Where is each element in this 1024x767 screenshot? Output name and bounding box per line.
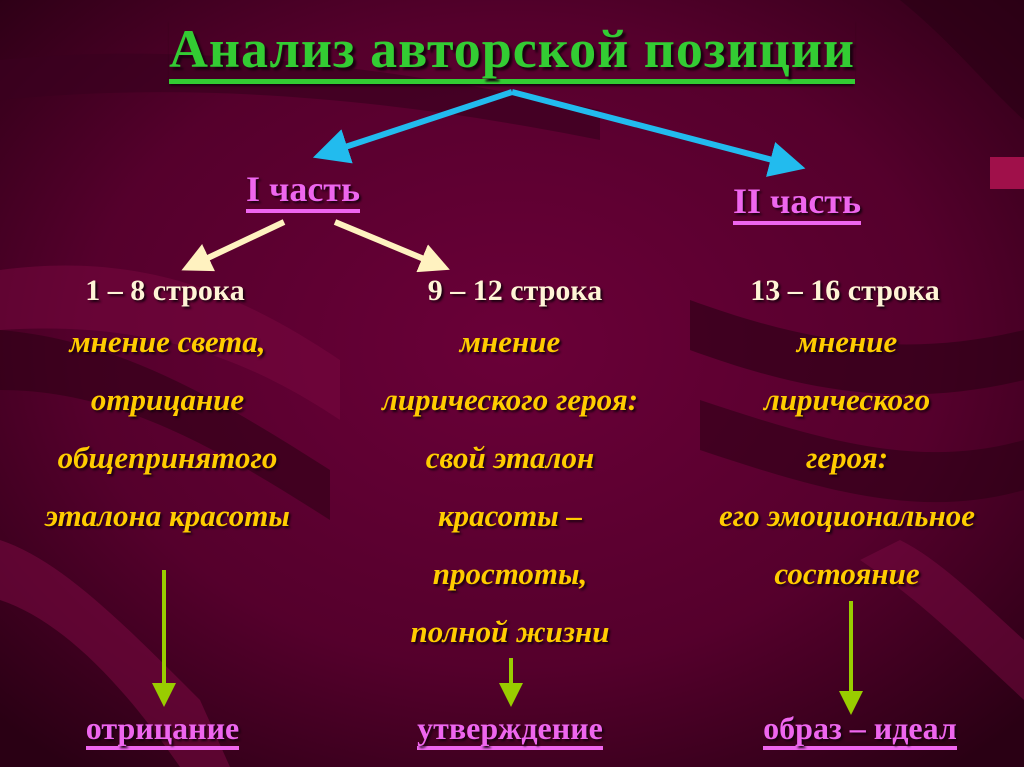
part-2-label: II часть <box>733 180 862 225</box>
result-1: отрицание <box>30 710 295 750</box>
desc-line: простоты, <box>432 556 588 591</box>
part-1-label: I часть <box>246 168 361 213</box>
result-arrows <box>152 570 863 715</box>
arrow-to-part-2 <box>511 89 806 177</box>
desc-line: лирического героя: <box>381 382 639 417</box>
desc-line: состояние <box>774 556 920 591</box>
desc-line: красоты – <box>437 498 583 533</box>
part-1-sub-arrows <box>181 219 450 273</box>
desc-line: лирического <box>763 382 931 417</box>
column-3-heading: 13 – 16 строка <box>750 274 940 307</box>
column-3-description: мнение лирического героя: его эмоциональ… <box>670 313 1024 603</box>
column-2-heading: 9 – 12 строка <box>427 274 603 307</box>
desc-line: отрицание <box>90 382 245 417</box>
desc-line: полной жизни <box>410 614 610 649</box>
column-2-description: мнение лирического героя: свой эталон кр… <box>330 313 690 661</box>
desc-line: героя: <box>805 440 889 475</box>
page-title: Анализ авторской позиции <box>0 18 1024 84</box>
desc-line: общепринятого <box>57 440 278 475</box>
result-3: образ – идеал <box>715 710 1005 750</box>
desc-line: мнение <box>459 324 561 359</box>
arrow-to-column-1 <box>181 219 286 272</box>
arrow-to-part-1 <box>312 89 513 164</box>
desc-line: свой эталон <box>425 440 595 475</box>
desc-line: эталона красоты <box>45 498 290 533</box>
column-1-description: мнение света, отрицание общепринятого эт… <box>0 313 335 545</box>
title-text: Анализ авторской позиции <box>168 19 856 84</box>
desc-line: мнение <box>796 324 898 359</box>
desc-line: его эмоциональное <box>718 498 976 533</box>
column-1-heading: 1 – 8 строка <box>85 274 245 307</box>
arrow-to-column-2 <box>333 219 450 273</box>
desc-line: мнение света, <box>69 324 266 359</box>
top-arrows <box>312 89 806 177</box>
result-2: утверждение <box>370 710 650 750</box>
